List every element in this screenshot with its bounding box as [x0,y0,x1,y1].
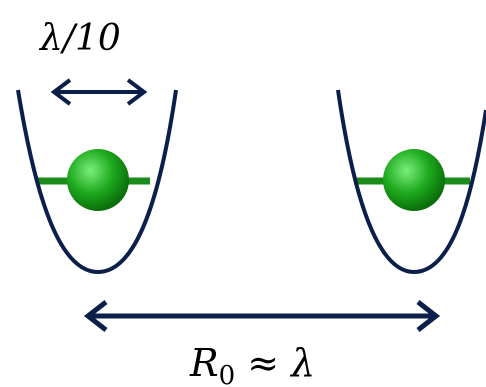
well-width-label: λ/10 [38,18,121,59]
well-width-arrow [54,80,144,104]
left-trap [18,90,176,272]
separation-label: R0 ≈ λ [189,341,315,387]
right-atom [383,149,445,211]
separation-subscript: 0 [219,361,236,387]
separation-arrow [88,302,436,330]
separation-approx: ≈ λ [235,341,315,385]
left-atom [67,149,129,211]
separation-symbol: R [189,341,219,385]
right-trap [338,90,486,272]
